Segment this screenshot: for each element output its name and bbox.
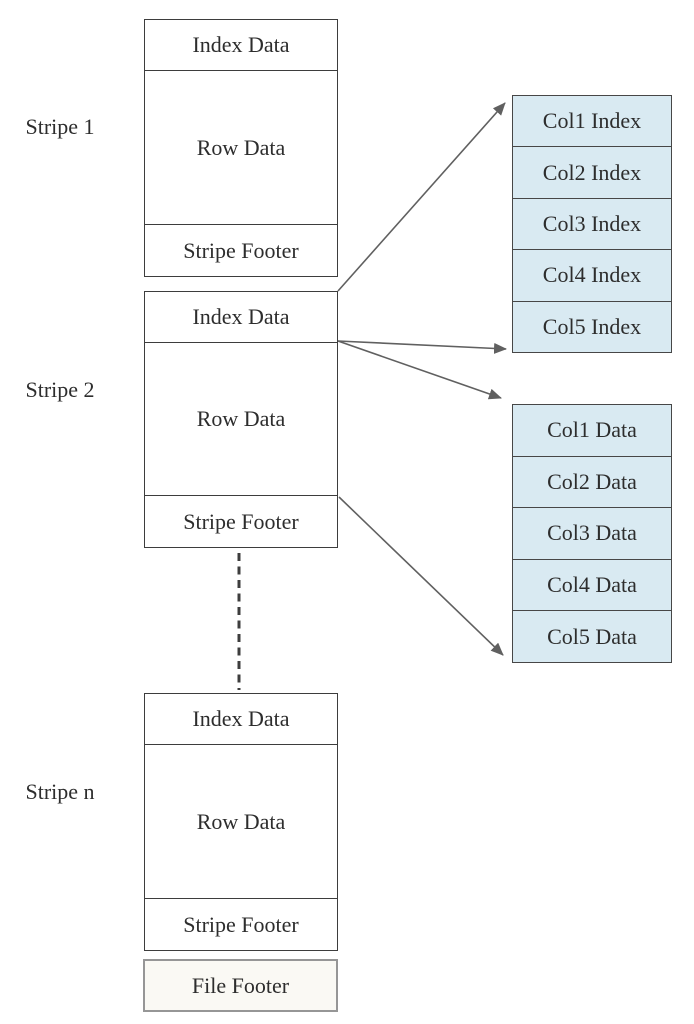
stripe-1-index-data-section: Index Data xyxy=(192,32,290,57)
col5-index-cell: Col5 Index xyxy=(513,300,671,353)
col4-data-cell: Col4 Data xyxy=(513,558,671,611)
col3-index-cell: Col3 Index xyxy=(513,197,671,250)
col1-data-cell: Col1 Data xyxy=(513,405,671,456)
stripe-n-box: Index Data Row Data Stripe Footer xyxy=(144,693,338,951)
stripe-1-label: Stripe 1 xyxy=(25,114,95,139)
stripe-n-row-data-section: Row Data xyxy=(145,744,337,898)
col4-index-cell: Col4 Index xyxy=(513,249,671,301)
arrow-stripe2-index-to-col-index-bottom xyxy=(337,340,507,354)
file-footer-box: File Footer xyxy=(143,959,338,1012)
col1-index-cell: Col1 Index xyxy=(513,96,671,147)
arrow-stripe2-footer-to-col-data-bottom xyxy=(338,496,504,656)
arrow-stripe2-top-to-col-index-top xyxy=(337,102,506,292)
col3-data-cell: Col3 Data xyxy=(513,507,671,559)
col2-data-cell: Col2 Data xyxy=(513,455,671,508)
stripe-2-box: Index Data Row Data Stripe Footer xyxy=(144,291,338,548)
stripe-1-row-data-section: Row Data xyxy=(145,70,337,224)
stripe-2-index-data-section: Index Data xyxy=(192,304,290,329)
stripe-1-box: Index Data Row Data Stripe Footer xyxy=(144,19,338,277)
col5-data-cell: Col5 Data xyxy=(513,610,671,662)
stripe-1-stripe-footer-section: Stripe Footer xyxy=(145,224,337,276)
stripe-2-stripe-footer-section: Stripe Footer xyxy=(145,495,337,547)
stripe-n-index-data-section: Index Data xyxy=(192,706,290,731)
column-index-stack: Col1 Index Col2 Index Col3 Index Col4 In… xyxy=(512,95,672,353)
stripe-2-row-data-section: Row Data xyxy=(145,342,337,495)
column-data-stack: Col1 Data Col2 Data Col3 Data Col4 Data … xyxy=(512,404,672,663)
col2-index-cell: Col2 Index xyxy=(513,146,671,198)
stripe-n-stripe-footer-section: Stripe Footer xyxy=(145,898,337,950)
stripe-2-label: Stripe 2 xyxy=(25,377,95,402)
stripe-n-label: Stripe n xyxy=(25,779,95,804)
arrow-stripe2-index-to-col-data-top xyxy=(337,340,502,400)
